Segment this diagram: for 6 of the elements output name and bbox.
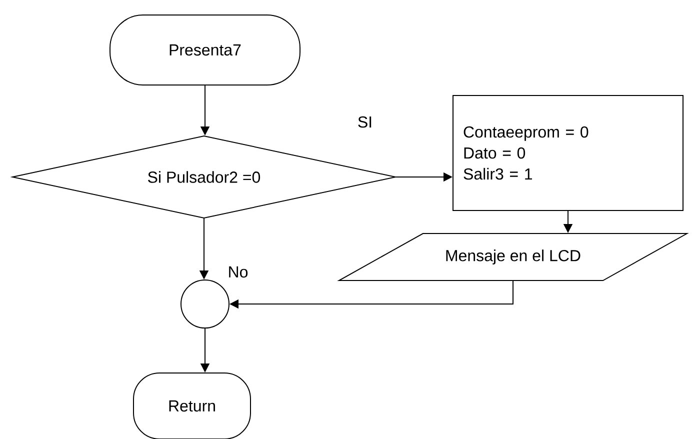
edge-label: SI <box>356 115 374 129</box>
end-terminal: Return <box>133 372 251 439</box>
start-terminal: Presenta7 <box>110 14 300 86</box>
process-box: Contaeeprom = 0 Dato = 0 Salir3 = 1 <box>452 95 684 211</box>
connector-circle <box>180 280 230 328</box>
edge-label: No <box>226 265 250 279</box>
